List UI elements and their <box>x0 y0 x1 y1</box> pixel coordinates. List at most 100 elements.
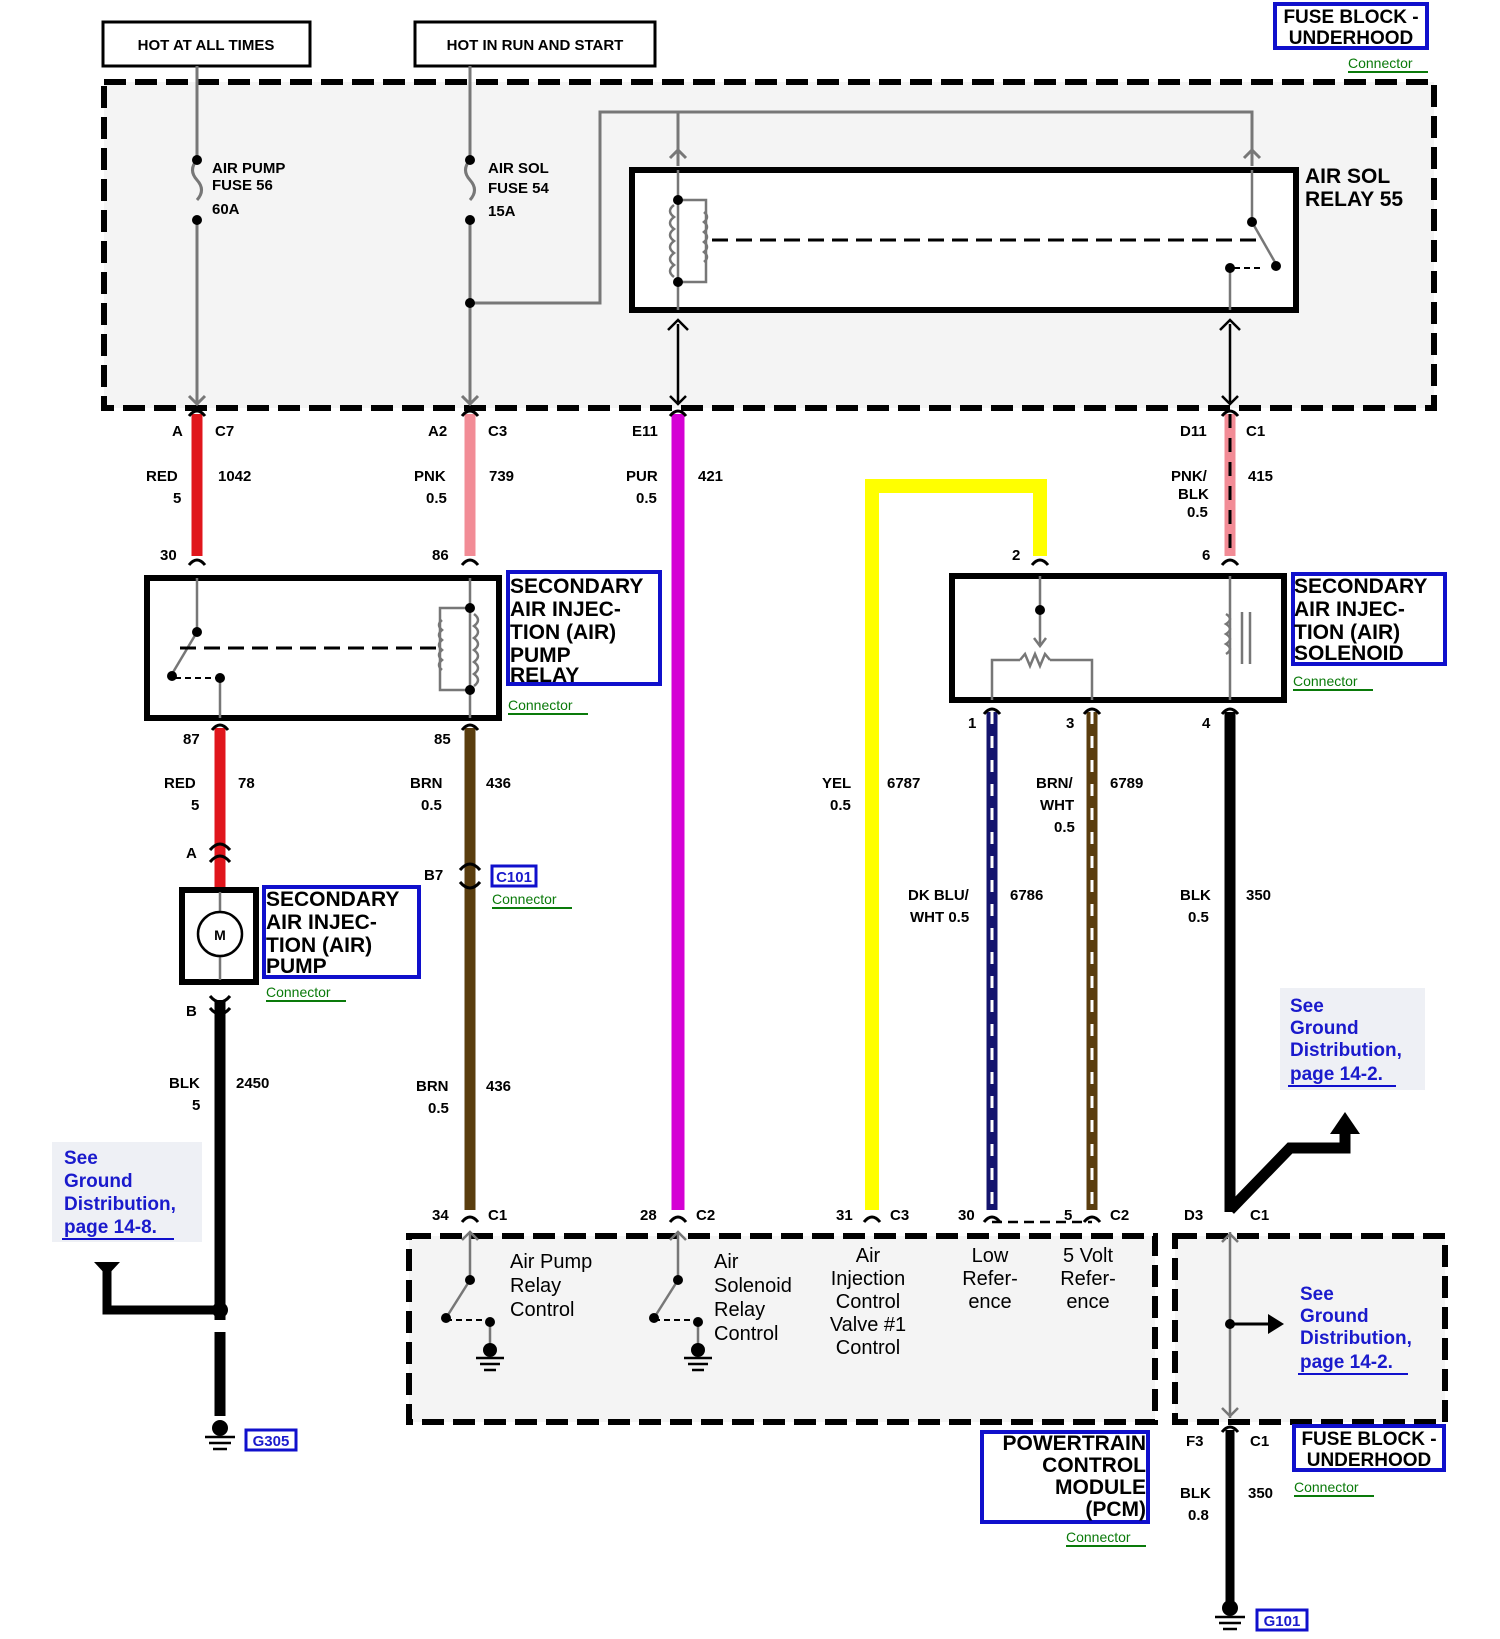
ground-ref-right-bottom-1: See <box>1300 1284 1334 1305</box>
pcm-connector-link[interactable]: Connector <box>1066 1529 1131 1545</box>
pin-d11: D11 <box>1180 423 1207 440</box>
ground-ref-left-1: See <box>64 1148 98 1169</box>
hot-at-all-times-box <box>101 20 312 68</box>
ground-ref-left-3: Distribution, <box>64 1194 176 1215</box>
secondary-air-injection-solenoid <box>949 573 1287 703</box>
c101-connector <box>458 862 482 890</box>
pcm-func-valve-1: Air <box>856 1245 881 1267</box>
ground-ref-right-top-4[interactable]: page 14-2. <box>1290 1064 1383 1085</box>
wire-blk-350b-color: BLK <box>1180 1485 1211 1502</box>
dot <box>192 627 202 637</box>
wire-yel-6787-gauge: 0.5 <box>830 797 851 814</box>
ground-icon-g305 <box>205 1435 235 1451</box>
pump-pin-b: B <box>186 1003 197 1020</box>
wire-brn-436b-gauge: 0.5 <box>428 1100 449 1117</box>
connector-cap <box>187 409 207 417</box>
pcm-title-3: MODULE <box>1055 1476 1146 1499</box>
ground-dot <box>483 1343 497 1357</box>
pcm-func-pump-3: Control <box>510 1299 574 1321</box>
connector-cap <box>1220 707 1240 715</box>
dot <box>673 195 683 205</box>
wire-pnkblk-415-gauge: 0.5 <box>1187 504 1208 521</box>
ground-g101-box[interactable] <box>1255 1608 1309 1632</box>
wire-brnwht-6789-color1: BRN/ <box>1036 775 1073 792</box>
fuse-56-line3: 60A <box>212 201 240 218</box>
fuse-56-dot-top <box>192 155 202 165</box>
fuse-54-line2: FUSE 54 <box>488 180 550 197</box>
c101-connector-link[interactable]: Connector <box>492 891 557 907</box>
pcm-pin-28: 28 <box>640 1207 657 1224</box>
dot <box>1271 261 1281 271</box>
fuse-56-dot-bottom <box>192 215 202 225</box>
pcm-func-valve-4: Valve #1 <box>830 1314 906 1336</box>
wire-brn-436b-color: BRN <box>416 1078 449 1095</box>
dot <box>673 277 683 287</box>
pump-connector-a <box>208 842 232 864</box>
pcm-func-sol-4: Control <box>714 1323 778 1345</box>
fuse-block-top-title-2: UNDERHOOD <box>1289 28 1414 49</box>
ground-ref-right-top-box <box>1280 988 1425 1090</box>
ground-ref-left-2: Ground <box>64 1171 133 1192</box>
c101-box[interactable] <box>490 864 538 888</box>
dot <box>1247 217 1257 227</box>
pcm-pin-c1: C1 <box>488 1207 507 1224</box>
ground-ref-left-4[interactable]: page 14-8. <box>64 1217 157 1238</box>
wire-red-1042-color: RED <box>146 468 178 485</box>
pcm-pin-5: 5 <box>1064 1207 1072 1224</box>
fuse-block-top-connector-link[interactable]: Connector <box>1348 55 1413 71</box>
connector-cap <box>668 409 688 417</box>
ground-dot <box>691 1343 705 1357</box>
ground-ref-right-top-3: Distribution, <box>1290 1040 1402 1061</box>
pump-title-box[interactable] <box>262 885 421 979</box>
fuse-block-bottom-connector-link[interactable]: Connector <box>1294 1479 1359 1495</box>
ground-ref-right-bottom-2: Ground <box>1300 1306 1369 1327</box>
dot <box>1225 1319 1235 1329</box>
pin-c1: C1 <box>1246 423 1265 440</box>
solenoid-pin-4: 4 <box>1202 715 1211 732</box>
fuse-56-line2: FUSE 56 <box>212 177 273 194</box>
air-sol-relay-line2: RELAY 55 <box>1305 188 1403 211</box>
pump-relay-title-box[interactable] <box>506 570 662 686</box>
wire-red-1042-circuit: 1042 <box>218 468 251 485</box>
pcm-func-valve-5: Control <box>836 1337 900 1359</box>
pcm-title-4: (PCM) <box>1085 1498 1146 1521</box>
fuse-block-bottom-title-box[interactable] <box>1292 1424 1446 1472</box>
ground-branch-left <box>102 1262 220 1315</box>
solenoid-internals <box>990 576 1252 700</box>
pcm-pin-30: 30 <box>958 1207 975 1224</box>
wire-blk-350a-circuit: 350 <box>1246 887 1271 904</box>
pump-connector-link[interactable]: Connector <box>266 984 331 1000</box>
pump-connector-b <box>208 994 232 1016</box>
ground-g305-box[interactable] <box>244 1428 298 1452</box>
ground-arrow-left <box>94 1262 120 1276</box>
wire-blk-2450-circuit: 2450 <box>236 1075 269 1092</box>
dot <box>465 685 475 695</box>
fuse-block-top-title-box[interactable] <box>1273 2 1429 50</box>
connector-cap <box>1220 409 1240 417</box>
wire-dkbluwht-6786-color2: WHT 0.5 <box>910 909 969 926</box>
wire-pur-421-circuit: 421 <box>698 468 723 485</box>
solenoid-title-box[interactable] <box>1291 572 1447 666</box>
pump-relay-title-3: TION (AIR) <box>510 621 616 644</box>
dot <box>673 1275 683 1285</box>
ground-ref-right-bottom-4[interactable]: page 14-2. <box>1300 1352 1393 1373</box>
pcm-title-box[interactable] <box>980 1430 1150 1524</box>
pin-c3: C3 <box>488 423 507 440</box>
secondary-air-injection-pump-relay <box>144 575 502 721</box>
pump-relay-connector-link[interactable]: Connector <box>508 697 573 713</box>
wire-blk-350a-gauge: 0.5 <box>1188 909 1209 926</box>
dot <box>485 1317 495 1327</box>
connector-cap <box>1220 558 1240 566</box>
ground-branch-right <box>1226 1132 1351 1214</box>
pcm-func-5v-1: 5 Volt <box>1063 1245 1113 1267</box>
solenoid-connector-link[interactable]: Connector <box>1293 673 1358 689</box>
pump-title-1: SECONDARY <box>266 888 399 911</box>
fuse-bottom-pin-c1b: C1 <box>1250 1433 1269 1450</box>
connector-cap <box>460 558 480 566</box>
pump-title-2: AIR INJEC- <box>266 911 377 934</box>
ground-dot <box>1222 1600 1238 1616</box>
solenoid-title-4: SOLENOID <box>1294 642 1404 665</box>
connector-cap <box>460 409 480 417</box>
pcm-func-5v-3: ence <box>1066 1291 1109 1313</box>
connector-cap <box>1030 558 1050 566</box>
